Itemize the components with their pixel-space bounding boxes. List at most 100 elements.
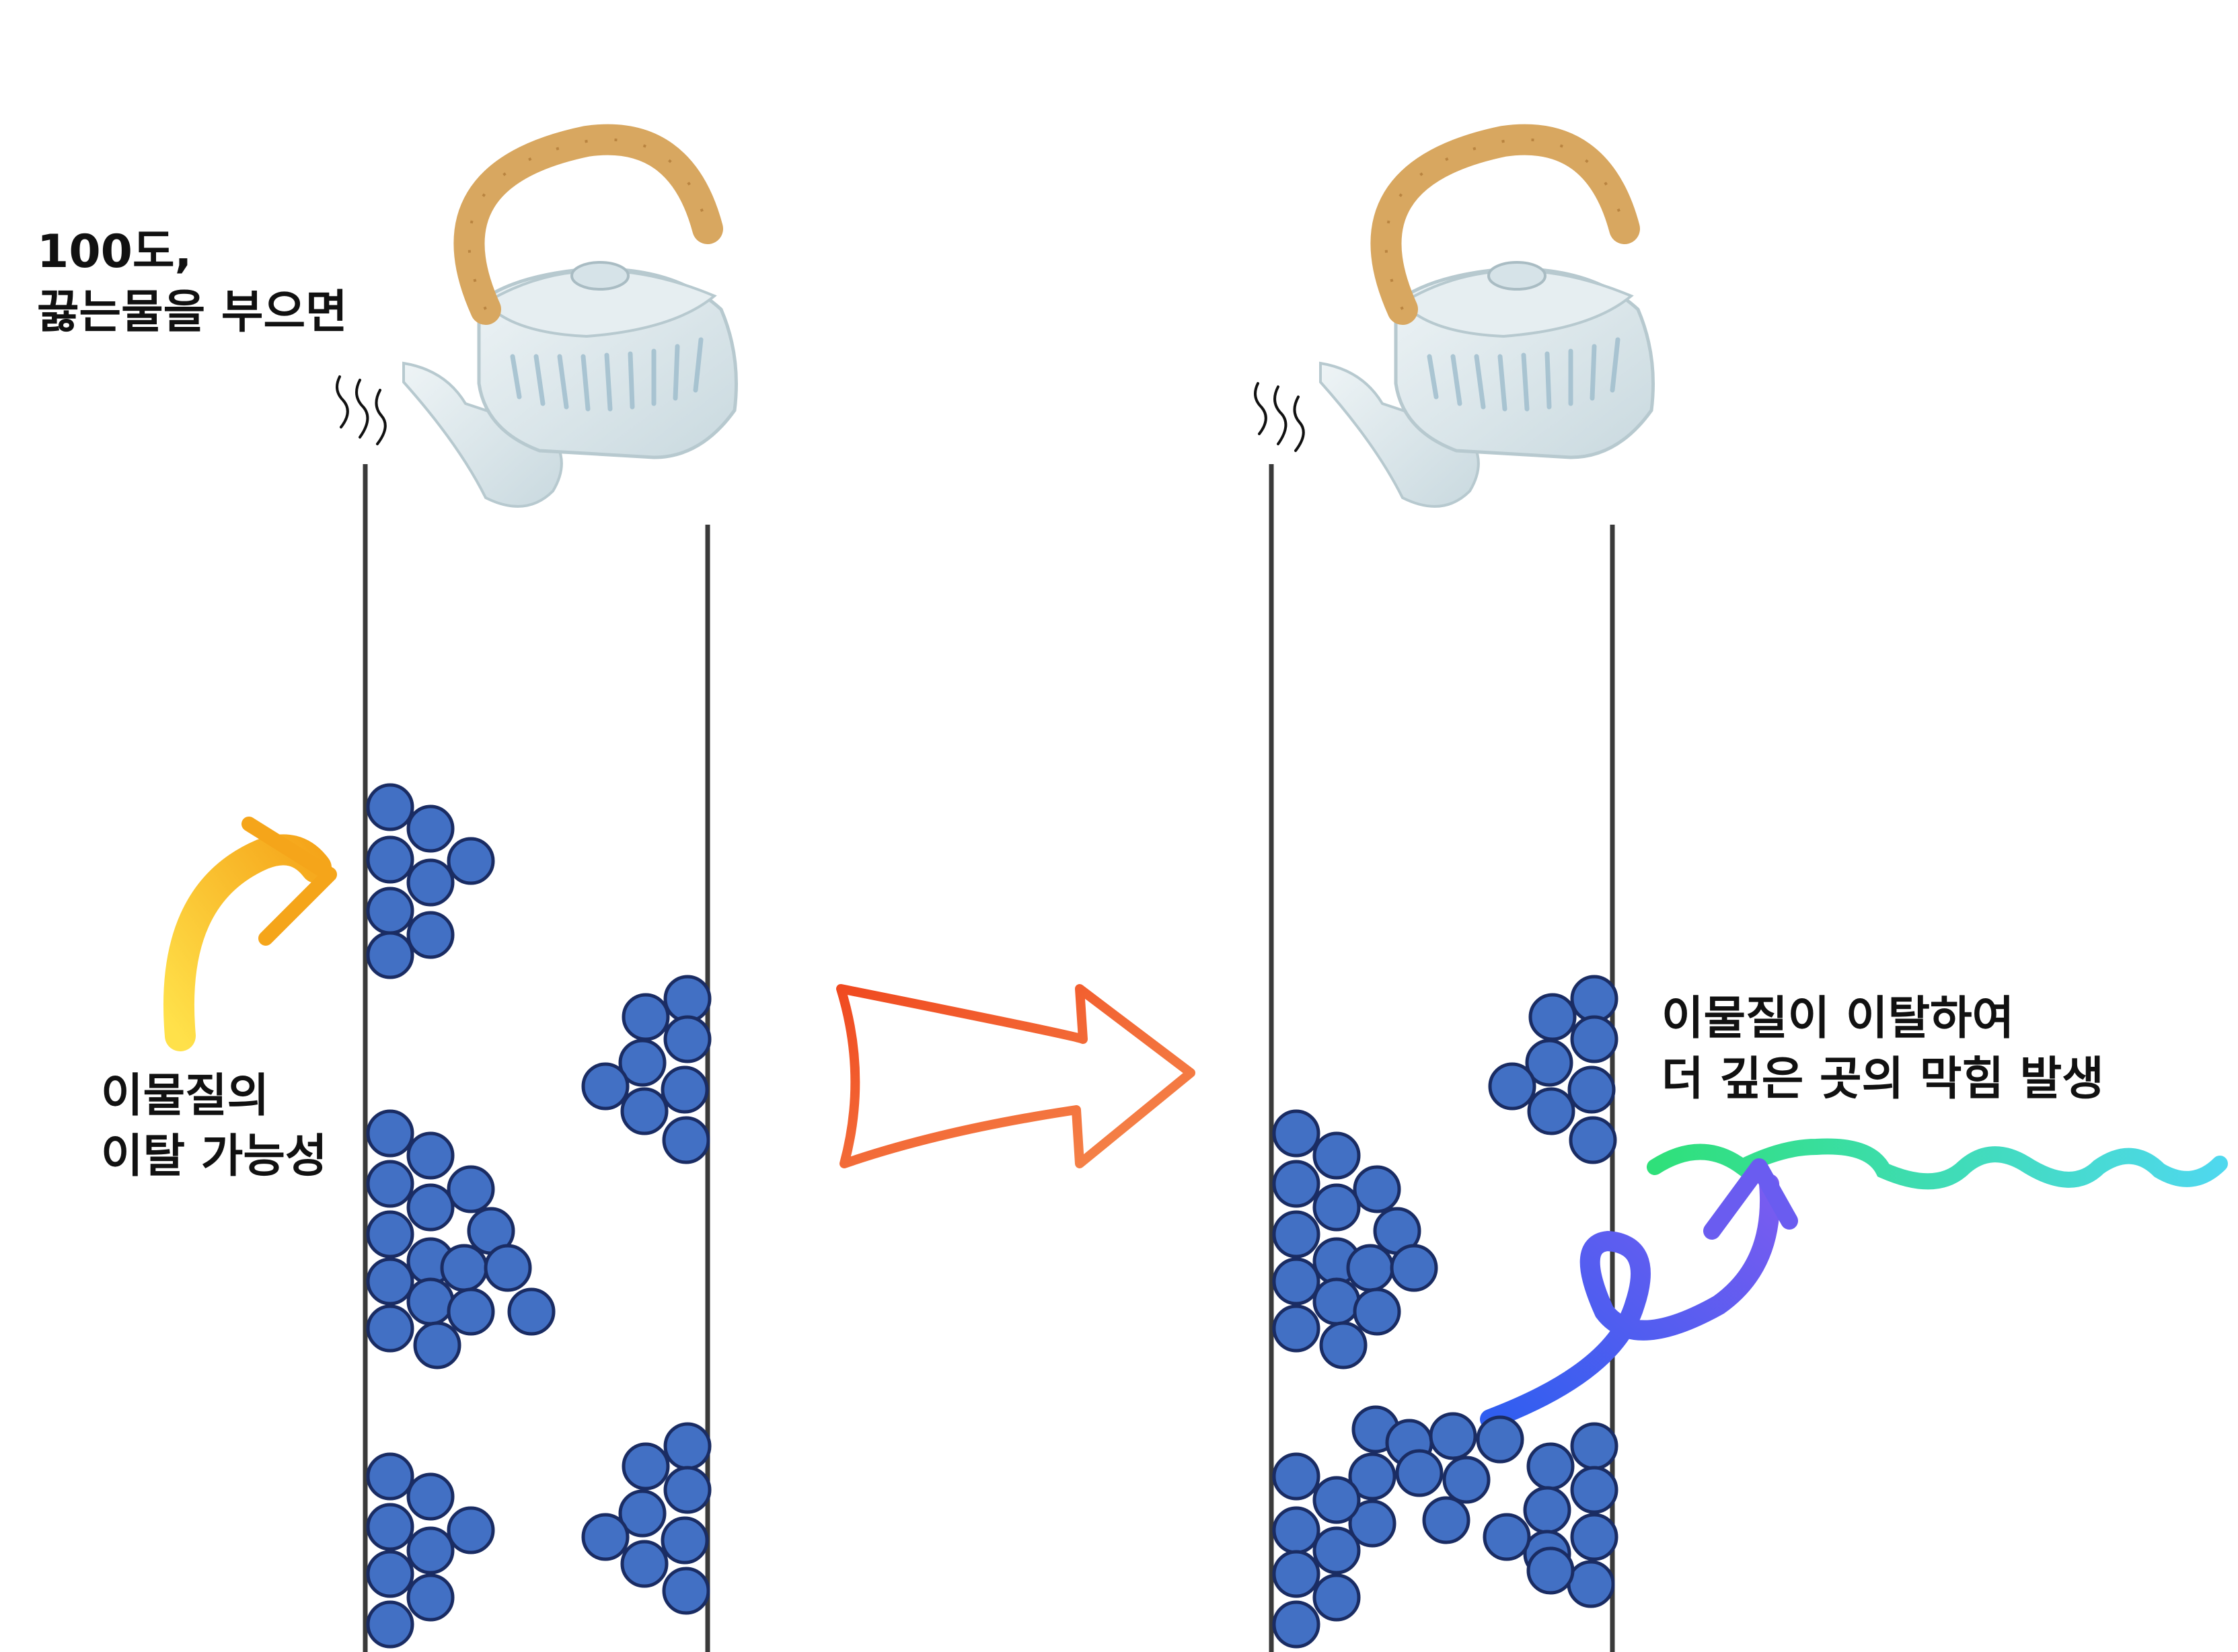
debris-particle <box>1272 1452 1320 1501</box>
debris-particle <box>406 1526 455 1575</box>
debris-particle <box>1272 1257 1320 1306</box>
note-line-2: 더 깊은 곳의 막힘 발생 <box>1662 1052 2104 1106</box>
debris-particle <box>366 1550 414 1598</box>
debris-particle <box>447 1506 495 1554</box>
debris-particle <box>406 1277 455 1326</box>
debris-particle <box>440 1244 488 1292</box>
debris-particle <box>622 993 670 1041</box>
debris-particle <box>1442 1456 1491 1504</box>
caption-line-2: 끓는물을 부으면 <box>37 285 348 339</box>
debris-particle <box>1527 1087 1575 1135</box>
teapot-icon <box>1320 140 1653 506</box>
debris-particle <box>620 1540 669 1588</box>
debris-particle <box>366 835 414 884</box>
right-kettle <box>1320 140 1653 506</box>
arrow-icon <box>163 834 332 1051</box>
debris-particle <box>413 1321 461 1369</box>
debris-particle <box>406 858 455 907</box>
caption-boiling-water: 100도, 끓는물을 부으면 <box>37 222 348 343</box>
debris-particle <box>484 1244 532 1292</box>
debris-particle <box>406 1183 455 1232</box>
debris-particle <box>1523 1486 1571 1534</box>
note-deep-blockage: 이물질이 이탈하여 더 깊은 곳의 막힘 발생 <box>1662 989 2104 1110</box>
caption-line-1: 100도, <box>37 225 192 278</box>
debris-particle <box>1272 1210 1320 1259</box>
note-dislodge-possibility: 이물질의 이탈 가능성 <box>101 1066 327 1187</box>
debris-particle <box>1272 1160 1320 1208</box>
debris-particle <box>1570 1513 1618 1561</box>
steam-icon <box>1254 382 1305 452</box>
debris-particle <box>1528 993 1577 1041</box>
arrow-icon <box>836 984 1195 1168</box>
steam-icon <box>336 375 387 445</box>
debris-particle <box>366 1257 414 1306</box>
debris-particle <box>581 1062 630 1111</box>
particle-layer <box>366 783 1618 1649</box>
debris-particle <box>1272 1506 1320 1554</box>
teapot-icon <box>404 140 737 506</box>
debris-particle <box>406 804 455 853</box>
debris-particle <box>366 1503 414 1551</box>
debris-particle <box>447 837 495 885</box>
debris-particle <box>366 1160 414 1208</box>
debris-particle <box>366 1600 414 1649</box>
debris-particle <box>661 1065 709 1114</box>
debris-particle <box>661 1516 709 1565</box>
note-line-2: 이탈 가능성 <box>101 1129 328 1183</box>
left-steam <box>336 375 387 445</box>
debris-particle <box>447 1287 495 1336</box>
debris-particle <box>622 1442 670 1491</box>
debris-particle <box>1395 1449 1444 1497</box>
debris-particle <box>662 1567 710 1615</box>
debris-particle <box>406 911 455 959</box>
debris-particle <box>1567 1560 1615 1608</box>
debris-particle <box>447 1165 495 1213</box>
debris-particle <box>406 1472 455 1521</box>
debris-particle <box>1272 1109 1320 1158</box>
debris-particle <box>1348 1499 1396 1548</box>
debris-particle <box>1312 1183 1361 1232</box>
debris-particle <box>1422 1496 1470 1544</box>
debris-particle <box>1526 1442 1575 1491</box>
deep-blockage-arrow <box>1480 1158 1798 1429</box>
debris-particle <box>1353 1165 1401 1213</box>
debris-particle <box>1272 1550 1320 1598</box>
debris-particle <box>1312 1573 1361 1622</box>
debris-particle <box>366 1304 414 1353</box>
debris-particle <box>1570 1422 1618 1470</box>
debris-particle <box>1476 1415 1524 1464</box>
debris-particle <box>1319 1321 1368 1369</box>
debris-particle <box>406 1131 455 1180</box>
debris-particle <box>1429 1412 1477 1460</box>
debris-particle <box>366 887 414 935</box>
transition-arrow <box>836 984 1195 1168</box>
debris-particle <box>1312 1277 1361 1326</box>
debris-particle <box>366 1452 414 1501</box>
note-line-1: 이물질이 이탈하여 <box>1662 992 2015 1045</box>
debris-particle <box>1312 1476 1361 1524</box>
debris-particle <box>406 1573 455 1622</box>
arrow-icon <box>1480 1174 1780 1429</box>
debris-particle <box>1483 1513 1531 1561</box>
debris-particle <box>662 1116 710 1164</box>
debris-particle <box>1346 1244 1394 1292</box>
debris-particle <box>366 1210 414 1259</box>
debris-particle <box>1348 1452 1396 1501</box>
debris-particle <box>1570 1466 1618 1514</box>
debris-particle <box>1353 1287 1401 1336</box>
debris-particle <box>663 1466 712 1514</box>
debris-particle <box>1525 1039 1573 1087</box>
debris-particle <box>1312 1131 1361 1180</box>
debris-particle <box>366 783 414 831</box>
debris-particle <box>581 1513 630 1561</box>
debris-particle <box>1390 1244 1438 1292</box>
debris-particle <box>366 1109 414 1158</box>
debris-particle <box>663 975 712 1023</box>
dislodge-arrow <box>163 817 337 1051</box>
debris-particle <box>1569 1116 1617 1164</box>
debris-particle <box>507 1287 556 1336</box>
debris-particle <box>618 1489 667 1538</box>
debris-particle <box>1272 1304 1320 1353</box>
debris-particle <box>1570 975 1618 1023</box>
